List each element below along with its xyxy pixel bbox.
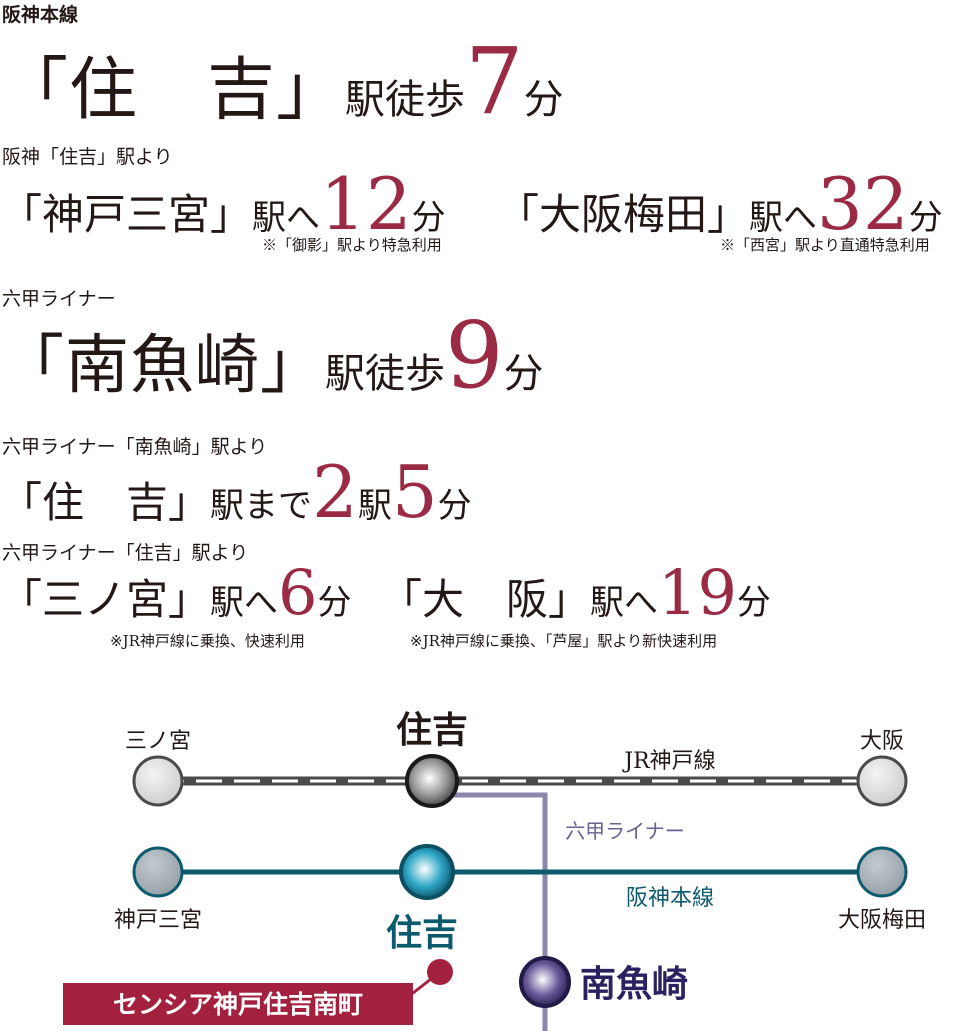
- walk-minutes: 7: [465, 28, 524, 135]
- route-kobe-sannomiya: 「神戸三宮」駅へ12分: [0, 168, 446, 240]
- station-name: 「住 吉」: [0, 51, 346, 130]
- map-label-hanshin-line: 阪神本線: [626, 886, 714, 911]
- sumiyoshi-walk-row: 「住 吉」駅徒歩7分: [0, 36, 564, 128]
- station-osaka-umeda-marker: [856, 846, 908, 898]
- map-label-osaka-umeda: 大阪梅田: [838, 908, 926, 933]
- property-name: センシア神戸住吉南町: [113, 990, 363, 1019]
- route-note: ※JR神戸線に乗換、「芦屋」駅より新快速利用: [410, 632, 718, 650]
- route-to: 駅まで: [210, 486, 313, 526]
- route-minutes: 19: [658, 556, 737, 629]
- station-osaka-marker: [856, 755, 908, 807]
- station-hanshin-sumiyoshi-marker: [399, 844, 455, 900]
- route-dest: 「住 吉」: [0, 478, 211, 527]
- route-sannomiya: 「三ノ宮」駅へ6分: [0, 562, 351, 624]
- route-minutes: 12: [320, 162, 412, 246]
- route-unit: 分: [317, 583, 352, 623]
- route-dest: 「大 阪」: [380, 575, 591, 624]
- map-label-sannomiya: 三ノ宮: [125, 729, 191, 754]
- rokko-liner-heading: 六甲ライナー: [2, 288, 116, 310]
- station-count: 2: [312, 450, 358, 534]
- route-dest: 「大阪梅田」: [497, 190, 750, 239]
- route-note: ※「御影」駅より特急利用: [262, 236, 442, 254]
- map-label-minami-uozaki: 南魚崎: [580, 963, 688, 1005]
- map-label-osaka: 大阪: [860, 729, 904, 754]
- station-name: 「南魚崎」: [0, 329, 325, 403]
- route-unit: 分: [411, 198, 446, 238]
- walk-suffix: 駅徒歩: [345, 77, 466, 123]
- hanshin-line-heading: 阪神本線: [2, 4, 79, 26]
- minami-uozaki-walk-row: 「南魚崎」駅徒歩9分: [0, 310, 544, 402]
- property-label-box: [63, 983, 413, 1025]
- minutes-unit: 分: [503, 351, 544, 397]
- route-unit: 分: [437, 486, 472, 526]
- rokko-liner-line: [432, 792, 548, 1031]
- map-label-hanshin-sumiyoshi: 住吉: [386, 912, 458, 954]
- map-label-jr-kobe-line: JR神戸線: [622, 749, 715, 774]
- route-to-sumiyoshi: 「住 吉」駅まで2駅5分: [0, 456, 472, 528]
- route-to: 駅へ: [590, 583, 659, 623]
- route-note: ※JR神戸線に乗換、快速利用: [110, 632, 305, 650]
- walk-suffix: 駅徒歩: [325, 351, 445, 397]
- map-label-rokko-liner: 六甲ライナー: [565, 819, 685, 843]
- route-to: 駅へ: [210, 583, 279, 623]
- map-label-jr-sumiyoshi: 住吉: [396, 709, 468, 751]
- station-minami-uozaki-marker: [519, 956, 571, 1008]
- walk-minutes: 9: [445, 302, 504, 409]
- route-unit: 分: [908, 198, 943, 238]
- station-kobe-sannomiya-marker: [132, 846, 184, 898]
- rokko-from-minami-uozaki: 六甲ライナー「南魚崎」駅より: [2, 436, 268, 458]
- station-sannomiya-marker: [132, 755, 184, 807]
- route-note: ※「西宮」駅より直通特急利用: [720, 236, 930, 254]
- route-unit: 分: [736, 583, 771, 623]
- route-minutes: 32: [817, 162, 909, 246]
- station-unit: 駅: [357, 486, 392, 526]
- minutes-unit: 分: [523, 77, 564, 123]
- station-jr-sumiyoshi-marker: [405, 754, 459, 808]
- map-label-kobe-sannomiya: 神戸三宮: [114, 908, 202, 933]
- route-to: 駅へ: [252, 198, 321, 238]
- route-osaka-umeda: 「大阪梅田」駅へ32分: [497, 168, 943, 240]
- route-minutes: 6: [278, 556, 318, 629]
- property-location-dot: [427, 959, 453, 985]
- route-dest: 「神戸三宮」: [0, 190, 253, 239]
- rokko-from-sumiyoshi: 六甲ライナー「住吉」駅より: [2, 542, 249, 564]
- route-to: 駅へ: [749, 198, 818, 238]
- route-osaka: 「大 阪」駅へ19分: [380, 562, 771, 624]
- route-dest: 「三ノ宮」: [0, 575, 211, 624]
- route-minutes: 5: [391, 450, 438, 534]
- hanshin-from-sumiyoshi: 阪神「住吉」駅より: [2, 146, 173, 168]
